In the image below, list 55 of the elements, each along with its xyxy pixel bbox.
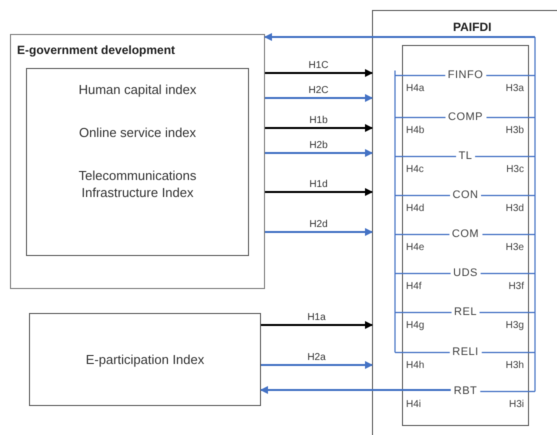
index-text: E-participation Index (86, 351, 204, 368)
concept-label: FINFO (444, 69, 486, 81)
concept-label: COMP (445, 111, 486, 123)
edge-label: H2d (308, 219, 329, 230)
concept-label: COM (448, 228, 482, 240)
arrow (261, 361, 373, 369)
edge-label: H2C (308, 85, 330, 96)
group-title: PAIFDI (453, 20, 492, 34)
index-text: Online service index (78, 124, 196, 141)
arrow (265, 69, 373, 77)
hypothesis-label: H4d (406, 203, 424, 214)
index-box (26, 68, 249, 256)
arrow (265, 188, 373, 196)
concept-label: CON (450, 189, 482, 201)
arrow (265, 149, 373, 157)
edge-label: H2a (306, 352, 327, 363)
concept-label: RELI (449, 346, 482, 358)
hypothesis-label: H4f (406, 281, 422, 292)
hypothesis-label: H4i (406, 399, 422, 410)
hypothesis-label: H3g (506, 320, 524, 331)
hypothesis-label: H3d (506, 203, 524, 214)
arrow (265, 228, 373, 236)
hypothesis-label: H3e (506, 242, 524, 253)
arrow (265, 124, 373, 132)
hypothesis-label: H3b (506, 125, 524, 136)
hypothesis-label: H4e (406, 242, 424, 253)
group-box (10, 34, 265, 289)
construct-box (402, 45, 529, 426)
hypothesis-label: H4h (406, 360, 424, 371)
edge-label: H2b (308, 140, 329, 151)
concept-label: REL (451, 306, 480, 318)
arrow (265, 94, 373, 102)
group-title: E-government development (17, 43, 176, 57)
edge-label: H1d (308, 179, 329, 190)
edge-label: H1a (306, 312, 327, 323)
edge-label: H1C (308, 60, 330, 71)
hypothesis-label: H4c (406, 164, 424, 175)
group-box (372, 10, 557, 435)
index-box (29, 313, 261, 406)
hypothesis-label: H4a (406, 83, 424, 94)
concept-label: TL (456, 150, 476, 162)
hypothesis-label: H3c (506, 164, 524, 175)
hypothesis-label: H4b (406, 125, 424, 136)
hypothesis-label: H3h (506, 360, 524, 371)
arrow (261, 321, 373, 329)
index-text: Telecommunications Infrastructure Index (78, 167, 198, 201)
hypothesis-label: H3a (506, 83, 524, 94)
hypothesis-label: H3f (508, 281, 524, 292)
edge-label: H1b (308, 115, 329, 126)
hypothesis-label: H3i (508, 399, 524, 410)
concept-label: UDS (450, 267, 481, 279)
index-text: Human capital index (78, 81, 196, 98)
hypothesis-label: H4g (406, 320, 424, 331)
arrow (264, 33, 535, 41)
arrow (260, 386, 451, 394)
